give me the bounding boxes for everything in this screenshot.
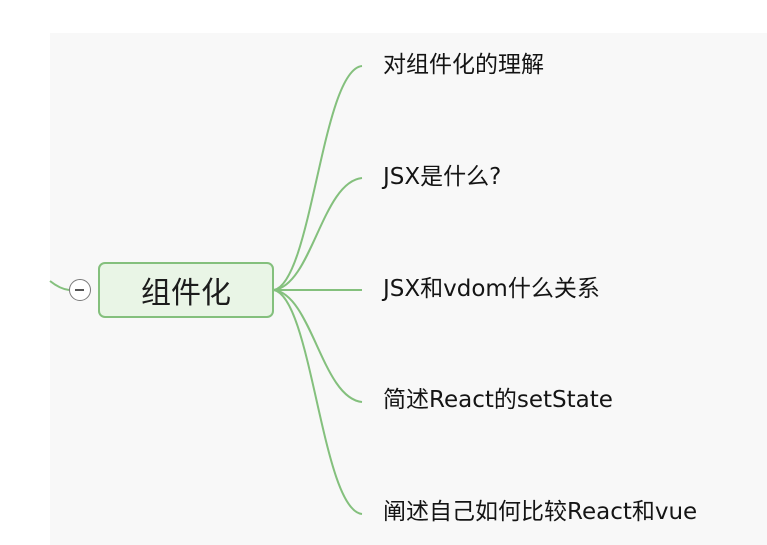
subtopic-label: 对组件化的理解	[383, 52, 544, 78]
branch-line-0	[273, 65, 363, 291]
subtopic-label: JSX和vdom什么关系	[383, 276, 600, 302]
collapse-minus-icon[interactable]	[69, 279, 91, 301]
parent-connector	[49, 280, 70, 291]
subtopic-label: 简述React的setState	[383, 387, 613, 413]
central-topic-node[interactable]: 组件化	[98, 262, 274, 318]
branch-line-4	[273, 289, 363, 515]
subtopic-what-is-jsx[interactable]: JSX是什么?	[383, 163, 501, 191]
branch-line-3	[273, 289, 363, 403]
central-topic-label: 组件化	[141, 276, 231, 311]
subtopic-label: 阐述自己如何比较React和vue	[383, 499, 698, 525]
branch-line-1	[273, 177, 363, 291]
subtopic-react-setstate[interactable]: 简述React的setState	[383, 386, 613, 414]
subtopic-component-understanding[interactable]: 对组件化的理解	[383, 51, 544, 79]
subtopic-compare-react-vue[interactable]: 阐述自己如何比较React和vue	[383, 498, 697, 526]
subtopic-label: JSX是什么?	[383, 164, 502, 190]
subtopic-jsx-vdom-relation[interactable]: JSX和vdom什么关系	[383, 275, 600, 303]
